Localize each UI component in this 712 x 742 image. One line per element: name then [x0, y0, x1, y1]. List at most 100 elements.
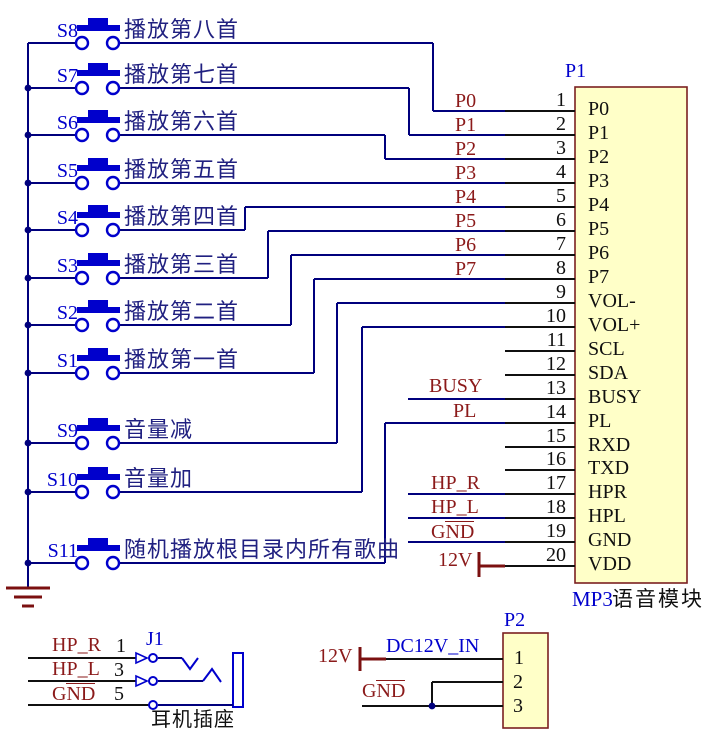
- jack-pin-3: 3: [114, 659, 124, 681]
- button-ref-s5: S5: [56, 160, 78, 182]
- jack-body: [232, 652, 244, 708]
- p2-net-gnd: GND: [362, 680, 406, 702]
- pin-name-sda: SDA: [588, 362, 629, 384]
- pin-name-vol-: VOL-: [588, 290, 636, 312]
- button-plunger-icon: [88, 467, 108, 475]
- active-low-overbar: ND: [66, 683, 96, 705]
- jack-terminal-icon: [148, 700, 158, 710]
- button-cap-icon: [77, 212, 120, 218]
- pin-name-p6: P6: [588, 242, 610, 264]
- pin-name-pl: PL: [588, 410, 612, 432]
- pin-name-p2: P2: [588, 146, 610, 168]
- pin-number-6: 6: [556, 209, 566, 231]
- contact-zigzag-icon: [202, 667, 222, 683]
- contact-zigzag-icon: [181, 657, 199, 671]
- pin-number-18: 18: [546, 496, 566, 518]
- button-terminal-icon: [105, 484, 121, 500]
- pin-number-3: 3: [556, 137, 566, 159]
- pin-number-11: 11: [546, 329, 566, 351]
- button-cap-icon: [77, 425, 120, 431]
- active-low-overbar: ND: [376, 680, 406, 702]
- net-label-p5: P5: [455, 210, 477, 232]
- net-label-hp-r: HP_R: [431, 472, 480, 494]
- p2-net-dc12v-in: DC12V_IN: [386, 635, 480, 657]
- button-cap-icon: [77, 117, 120, 123]
- button-terminal-icon: [74, 317, 90, 333]
- button-label-s4: 播放第四首: [124, 204, 240, 229]
- p2-pin-1: 1: [514, 647, 524, 669]
- net-label-12v: 12V: [438, 549, 473, 571]
- pin-number-1: 1: [556, 89, 566, 111]
- pin-name-busy: BUSY: [588, 386, 642, 408]
- pin-name-gnd: GND: [588, 529, 632, 551]
- p2-net-12v: 12V: [318, 645, 353, 667]
- net-label-p0: P0: [455, 90, 477, 112]
- button-cap-icon: [77, 70, 120, 76]
- button-ref-s10: S10: [46, 469, 78, 491]
- jack-terminal-icon: [148, 676, 158, 686]
- button-label-s10: 音量加: [124, 466, 194, 491]
- net-label-hp-l: HP_L: [431, 496, 479, 518]
- net-label-p1: P1: [455, 114, 477, 136]
- pin-name-p5: P5: [588, 218, 610, 240]
- button-plunger-icon: [88, 63, 108, 71]
- pin-name-p1: P1: [588, 122, 610, 144]
- jack-pin-5: 5: [114, 683, 124, 705]
- pin-number-14: 14: [546, 401, 566, 423]
- button-plunger-icon: [88, 158, 108, 166]
- button-terminal-icon: [105, 222, 121, 238]
- net-label-p3: P3: [455, 162, 477, 184]
- net-label-pl: PL: [453, 400, 477, 422]
- net-label-p7: P7: [455, 258, 477, 280]
- pin-number-4: 4: [556, 161, 566, 183]
- button-ref-s11: S11: [47, 540, 78, 562]
- pin-number-2: 2: [556, 113, 566, 135]
- net-label-busy: BUSY: [429, 375, 483, 397]
- pin-number-9: 9: [556, 281, 566, 303]
- button-terminal-icon: [74, 175, 90, 191]
- button-label-s8: 播放第八首: [124, 17, 240, 42]
- button-terminal-icon: [105, 175, 121, 191]
- pin-name-vdd: VDD: [588, 553, 632, 575]
- jack-pin-1: 1: [116, 635, 126, 657]
- ref-p1: P1: [565, 60, 587, 82]
- button-terminal-icon: [74, 35, 90, 51]
- junction-dot: [24, 179, 32, 187]
- net-label-p6: P6: [455, 234, 477, 256]
- pin-name-hpr: HPR: [588, 481, 627, 503]
- button-cap-icon: [77, 25, 120, 31]
- button-ref-s9: S9: [56, 420, 78, 442]
- button-ref-s4: S4: [56, 207, 78, 229]
- button-terminal-icon: [74, 484, 90, 500]
- junction-dot: [24, 488, 32, 496]
- jack-net-hp-r: HP_R: [52, 634, 101, 656]
- button-terminal-icon: [74, 127, 90, 143]
- button-plunger-icon: [88, 253, 108, 261]
- button-terminal-icon: [105, 317, 121, 333]
- chip-p1-box: [574, 86, 688, 584]
- chip-title-cn: 语音模块: [612, 587, 704, 611]
- jack-net-gnd: GND: [52, 683, 96, 705]
- button-terminal-icon: [105, 365, 121, 381]
- ref-j1: J1: [146, 628, 164, 650]
- connector-p2-box: [502, 632, 549, 729]
- arrow-icon: [135, 651, 149, 665]
- button-label-s6: 播放第六首: [124, 109, 240, 134]
- button-plunger-icon: [88, 418, 108, 426]
- button-ref-s6: S6: [56, 112, 78, 134]
- pin-number-12: 12: [546, 353, 566, 375]
- junction-dot: [24, 226, 32, 234]
- pin-name-p4: P4: [588, 194, 610, 216]
- pin-number-19: 19: [546, 520, 566, 542]
- button-terminal-icon: [74, 365, 90, 381]
- button-ref-s1: S1: [56, 350, 78, 372]
- button-plunger-icon: [88, 538, 108, 546]
- net-label-gnd: GND: [431, 521, 475, 543]
- jack-terminal-icon: [148, 653, 158, 663]
- button-cap-icon: [77, 474, 120, 480]
- button-ref-s7: S7: [56, 65, 78, 87]
- junction-dot: [24, 369, 32, 377]
- button-cap-icon: [77, 355, 120, 361]
